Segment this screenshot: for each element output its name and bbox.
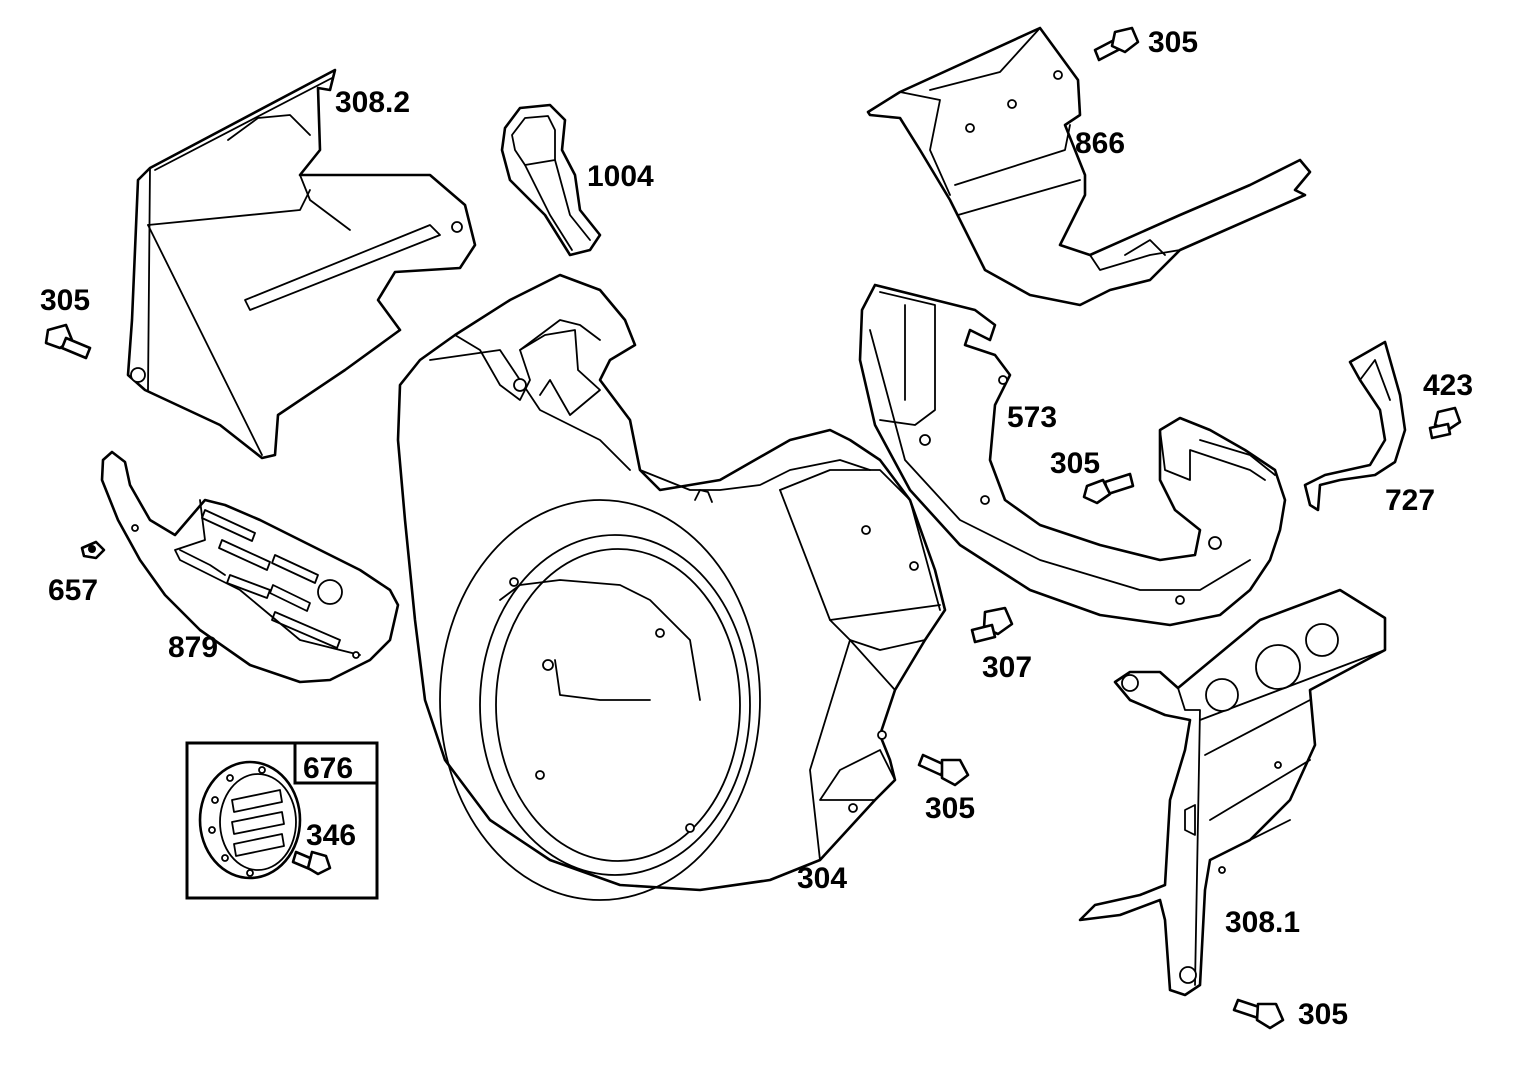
- label-304: 304: [797, 862, 847, 895]
- label-1004: 1004: [587, 160, 654, 193]
- part-879-plate: [100, 450, 400, 684]
- bolt-346: [291, 850, 332, 876]
- label-866: 866: [1075, 127, 1125, 160]
- label-573: 573: [1007, 401, 1057, 434]
- part-573-bracket: [858, 283, 1287, 627]
- part-308-2-upper-shroud: [126, 68, 477, 460]
- label-346: 346: [306, 819, 356, 852]
- label-305-mid: 305: [1050, 447, 1100, 480]
- part-304-blower-housing: [396, 273, 947, 901]
- label-308-1: 308.1: [1225, 906, 1300, 939]
- label-676: 676: [303, 752, 353, 785]
- bolt-307: [970, 606, 1014, 644]
- bolt-305-lower: [917, 753, 970, 787]
- label-879: 879: [168, 631, 218, 664]
- label-305-bottom: 305: [1298, 998, 1348, 1031]
- bolt-305-left: [44, 323, 92, 360]
- bolt-423: [1428, 406, 1462, 440]
- inset-box-676: [185, 741, 379, 900]
- label-307: 307: [982, 651, 1032, 684]
- part-727-bracket: [1303, 340, 1407, 512]
- label-727: 727: [1385, 484, 1435, 517]
- label-305-left: 305: [40, 284, 90, 317]
- label-308-2: 308.2: [335, 86, 410, 119]
- part-308-1-lower-shroud: [1078, 588, 1387, 997]
- part-1004-bracket: [500, 103, 602, 257]
- bolt-657: [80, 540, 106, 560]
- bolt-305-top: [1093, 26, 1140, 62]
- part-676-cap: [198, 760, 302, 880]
- label-305-lower: 305: [925, 792, 975, 825]
- bolt-305-bottom: [1232, 998, 1285, 1030]
- bolt-305-mid: [1082, 472, 1135, 505]
- label-657: 657: [48, 574, 98, 607]
- label-423: 423: [1423, 369, 1473, 402]
- part-866-cover: [866, 26, 1312, 307]
- label-305-top: 305: [1148, 26, 1198, 59]
